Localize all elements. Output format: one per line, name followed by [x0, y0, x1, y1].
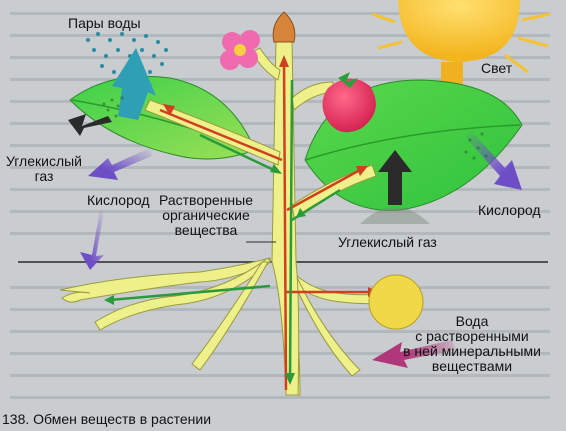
vapor-arrow: [112, 48, 156, 120]
label-organic-substances: Растворенные органические вещества: [146, 193, 266, 238]
label-co2-bottom: Углекислый газ: [338, 234, 437, 250]
bud: [272, 11, 296, 43]
left-leaf-speckle: [102, 96, 124, 118]
co2-left-arrow: [68, 114, 112, 136]
water-mineral-arrow: [372, 340, 456, 368]
figure-caption: 138. Обмен веществ в растении: [2, 411, 212, 427]
label-co2-left: Углекислый газ: [4, 154, 84, 184]
label-water-minerals: Вода с растворенными в ней минеральными …: [392, 314, 552, 374]
sun: [371, 0, 551, 74]
label-oxygen-left: Кислород: [87, 192, 150, 208]
xylem-flow: [159, 59, 370, 391]
label-water-vapor: Пары воды: [68, 15, 141, 31]
label-co2-left-line2: газ: [34, 168, 54, 184]
fruit: [322, 72, 376, 133]
oxygen-right-arrow: [466, 130, 522, 190]
label-water-line4: веществами: [431, 358, 513, 374]
label-organic-line2: органические: [162, 207, 250, 223]
oxygen-left-arrow: [88, 148, 152, 180]
flower: [220, 30, 260, 70]
phloem-flow: [109, 79, 341, 381]
branch-flower: [251, 47, 281, 81]
label-water-line2: с растворенными: [415, 328, 529, 344]
label-organic-line3: вещества: [174, 222, 238, 238]
label-oxygen-right: Кислород: [478, 202, 541, 218]
right-leaf-speckle: [464, 132, 488, 160]
label-co2-left-line1: Углекислый: [5, 153, 82, 169]
label-light: Свет: [481, 60, 513, 76]
label-water-line1: Вода: [455, 313, 489, 329]
label-organic-line1: Растворенные: [158, 192, 254, 208]
vapor-dots: [86, 32, 168, 88]
co2-bottom-arrow: [360, 150, 430, 224]
water-drop: [368, 274, 424, 330]
label-water-line3: в ней минеральными: [403, 343, 541, 359]
oxygen-left-down-arrow: [80, 210, 104, 270]
flow-arrowheads: [104, 55, 378, 385]
